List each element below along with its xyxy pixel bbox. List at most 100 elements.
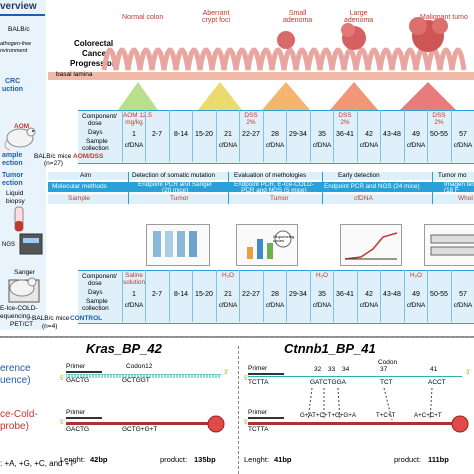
aom-row-header-3: Days — [88, 129, 103, 136]
aom-col-divider — [145, 110, 146, 162]
aim-section-3-method: Endpoint PCR and NGS (24 mice) — [324, 183, 420, 190]
ctrl-dose-cell: Saline solution — [123, 272, 146, 286]
aom-col-divider — [286, 110, 287, 162]
bases-label: : +A, +G, +C, and +T — [0, 459, 75, 468]
kras-length: 42bp — [90, 455, 108, 464]
aom-col-divider — [333, 110, 334, 162]
kras-5prime: 5' — [60, 376, 65, 382]
control-mouse-icon — [4, 266, 44, 307]
aom-collection-cell: cfDNA — [312, 142, 332, 149]
mouse-icon — [4, 118, 44, 159]
ctnnb1-codon-37: 37 — [380, 366, 388, 373]
kras-phosphate-icon — [207, 415, 225, 433]
ctrl-col-divider — [404, 270, 405, 322]
kras-probe-b: GCTG+G+T — [122, 426, 158, 433]
aom-day-cell: 49 — [412, 131, 420, 138]
ctnnb1-probe-d: A+C+C+T — [414, 412, 442, 419]
stage-aberrant: Aberrant crypt foci — [202, 10, 231, 24]
aom-collection-cell: cfDNA — [406, 142, 426, 149]
ctnnb1-codon-34: 34 — [342, 366, 350, 373]
ctrl-dose-cell: H₂O — [221, 272, 235, 279]
ctnnb1-seq2: GATCTGGA — [310, 379, 346, 386]
aom-row-header-5: collection — [82, 145, 109, 152]
ctrl-col-divider — [239, 270, 240, 322]
kras-primer-label: Primer — [66, 363, 86, 370]
ctnnb1-seq3: TCT — [380, 379, 393, 386]
ctnnb1-link-lines — [307, 388, 433, 421]
ctnnb1-codon-label: Codon — [378, 359, 398, 366]
ctrl-day-cell: 29-34 — [289, 291, 307, 298]
aom-collection-cell: cfDNA — [359, 142, 379, 149]
aom-col-divider — [239, 110, 240, 162]
ctrl-day-cell: 42 — [365, 291, 373, 298]
ctrl-day-cell: 36-41 — [336, 291, 354, 298]
biopsy-label: biopsy — [6, 198, 25, 205]
aom-day-cell: 28 — [271, 131, 279, 138]
aim-section-1-method: Endpoint PCR and Sanger (20 mice) — [138, 181, 213, 195]
ctrl-collection-cell: cfDNA — [312, 302, 332, 309]
ctnnb1-codon-32: 32 — [314, 366, 322, 373]
ctnnb1-product-label: product: — [394, 455, 422, 464]
aom-day-cell: 1 — [132, 131, 136, 138]
ctnnb1-5prime: 5' — [244, 376, 249, 382]
reference-label-2: uence) — [0, 375, 31, 386]
stage-normal-colon: Normal colon — [122, 14, 164, 21]
ctnnb1-codon-33: 33 — [328, 366, 336, 373]
aom-col-divider — [216, 110, 217, 162]
ctrl-dose-cell: H₂O — [315, 272, 329, 279]
aom-collection-cell: cfDNA — [124, 142, 144, 149]
ctrl-day-cell: 43-48 — [383, 291, 401, 298]
aom-dose-cell: DSS 2% — [338, 112, 352, 126]
ctrl-col-divider — [286, 270, 287, 322]
kras-product-label: product: — [160, 455, 188, 464]
ctnnb1-length-label: Lenght: — [244, 455, 270, 464]
ctnnb1-3prime: 3' — [466, 370, 471, 376]
ctrl-collection-cell: cfDNA — [265, 302, 285, 309]
ctnnb1-codon-41: 41 — [430, 366, 438, 373]
aom-day-cell: 8-14 — [173, 131, 188, 138]
kras-probe-a: GACTG — [66, 426, 90, 433]
aom-row-header-4: Sample — [86, 138, 108, 145]
ctrl-day-cell: 1 — [132, 291, 136, 298]
aim-section-4-sample: Whol — [458, 195, 473, 202]
aom-mouse-label: BALB/c mice — [34, 153, 72, 160]
aom-day-cell: 15-20 — [195, 131, 213, 138]
icecold-probe-label-2: probe) — [0, 421, 29, 432]
molecular-methods-label: Molecular methods — [52, 183, 107, 190]
aom-day-cell: 35 — [318, 131, 326, 138]
progression-title-1: Colorectal — [74, 39, 114, 48]
balbc-label: BALB/c — [8, 26, 30, 33]
aim-header: Aim — [80, 172, 92, 179]
aim-section-2-sample: Tumor — [270, 195, 289, 202]
aim-section-2-method: Endpoint PCR, E-Ice-COLD- PCR and NGS (5… — [234, 181, 314, 195]
aom-n-label: (n=27) — [44, 160, 63, 167]
kras-codon-label: Codon12 — [126, 363, 153, 370]
crc-label-2: uction — [2, 86, 23, 93]
aom-group-label: AOM/DSS — [73, 153, 104, 160]
ctrl-col-divider — [263, 270, 264, 322]
ctrl-col-divider — [451, 270, 452, 322]
aom-col-divider — [169, 110, 170, 162]
kras-5prime-2: 5' — [60, 420, 65, 426]
sample-label-2: ection — [2, 160, 23, 167]
aom-day-cell: 29-34 — [289, 131, 307, 138]
pathogen-free-2: nvironment — [0, 48, 28, 54]
aom-table: Component/ dose Days Sample collection A… — [34, 110, 474, 167]
ctnnb1-5prime-2: 5' — [244, 420, 249, 426]
ctnnb1-probe-c: T+C+T — [376, 412, 396, 419]
ctrl-col-divider — [169, 270, 170, 322]
ctnnb1-phosphate-icon — [451, 415, 469, 433]
reference-label-1: erence — [0, 363, 31, 374]
ctrl-collection-cell: cfDNA — [406, 302, 426, 309]
ctrl-day-cell: 22-27 — [242, 291, 260, 298]
progression-title-3: Progression — [70, 59, 117, 68]
kras-title: Kras_BP_42 — [86, 341, 162, 356]
aom-row-header-1: Component/ — [82, 113, 117, 120]
basal-lamina-label: basal lamina — [56, 71, 93, 78]
aom-col-divider — [192, 110, 193, 162]
icecold-probe-label-1: ce-Cold- — [0, 409, 38, 420]
tumor-label-2: ection — [2, 180, 23, 187]
aom-collection-cell: cfDNA — [218, 142, 238, 149]
ctrl-collection-cell: cfDNA — [453, 302, 473, 309]
ctnnb1-probe-a: TCTTA — [248, 426, 269, 433]
